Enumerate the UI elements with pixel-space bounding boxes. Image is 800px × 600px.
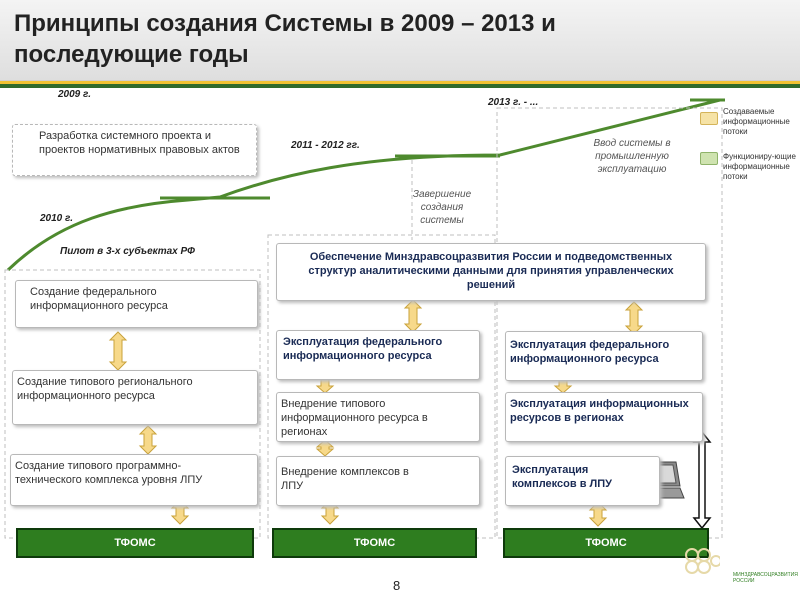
reg-impl-box: Внедрение типового информационного ресур… <box>276 392 480 442</box>
legend-swatch-functioning <box>700 152 718 165</box>
year-label-2010: 2010 г. <box>40 213 74 224</box>
fed-op-2011-box: Эксплуатация федерального информационног… <box>276 330 480 380</box>
flow-arrow-reg-lpu-2009 <box>138 425 158 455</box>
completion-label: Завершение создания системы <box>412 189 472 226</box>
year-label-2009: 2009 г. <box>58 89 92 100</box>
ministry-logo-icon <box>685 548 720 574</box>
flow-arrow-prov-fed-2013 <box>624 301 644 335</box>
fed-op-2013-text: Эксплуатация федерального информационног… <box>510 339 670 365</box>
title-accent-green <box>0 84 800 88</box>
fed-op-2011-text: Эксплуатация федерального информационног… <box>283 336 443 362</box>
title-accent-yellow <box>0 81 800 84</box>
lpu-op-box: Эксплуатация комплексов в ЛПУ <box>505 456 660 506</box>
dev-project-text: Разработка системного проекта и проектов… <box>39 130 240 156</box>
reg-impl-text: Внедрение типового информационного ресур… <box>281 398 428 438</box>
ministry-logo-text: МИНЗДРАВСОЦРАЗВИТИЯ РОССИИ <box>733 572 798 584</box>
lpu-create-box: Создание типового программно-техническог… <box>10 454 258 506</box>
pilot-label: Пилот в 3-х субъектах РФ <box>60 246 195 257</box>
page-number: 8 <box>393 578 401 593</box>
flow-arrow-lpu-tfoms-2013 <box>588 501 608 527</box>
reg-op-text: Эксплуатация информационных ресурсов в р… <box>510 398 689 424</box>
fed-op-2013-box: Эксплуатация федерального информационног… <box>505 331 703 381</box>
fed-create-text: Создание федерального информационного ре… <box>30 286 168 312</box>
provision-text: Обеспечение Минздравсоцразвития России и… <box>308 251 674 291</box>
lpu-impl-text: Внедрение комплексов в ЛПУ <box>281 466 409 492</box>
flow-arrow-reg-tfoms-2013 <box>692 430 712 530</box>
dev-project-box: Разработка системного проекта и проектов… <box>12 124 257 176</box>
year-label-2013: 2013 г. - ... <box>488 97 539 108</box>
slide-title: Принципы создания Системы в 2009 – 2013 … <box>14 10 556 68</box>
lpu-impl-box: Внедрение комплексов в ЛПУ <box>276 456 480 506</box>
tfoms-block-2009: ТФОМС <box>16 528 254 558</box>
tfoms-block-2013: ТФОМС <box>503 528 709 558</box>
legend-created-label: Создаваемые информационные потоки <box>723 107 790 136</box>
flow-arrow-lpu-tfoms-2009 <box>170 499 190 525</box>
year-label-2011: 2011 - 2012 гг. <box>291 140 360 151</box>
flow-arrow-reg-lpu-2011 <box>315 439 335 457</box>
stage-frame-2011 <box>267 234 496 539</box>
stage-frame-2013 <box>496 107 723 539</box>
flow-arrow-fed-reg-2009 <box>108 331 128 371</box>
stage-frame-2009 <box>4 269 261 539</box>
flow-arrow-prov-fed-2011 <box>403 299 423 333</box>
reg-op-box: Эксплуатация информационных ресурсов в р… <box>505 392 703 442</box>
commissioning-label: Ввод системы в промышленную эксплуатацию <box>593 138 671 175</box>
reg-create-box: Создание типового регионального информац… <box>12 370 258 425</box>
legend-functioning-label: Функциониру-ющие информационные потоки <box>723 152 796 181</box>
reg-create-text: Создание типового регионального информац… <box>17 376 193 402</box>
lpu-op-text: Эксплуатация комплексов в ЛПУ <box>512 464 612 490</box>
provision-box: Обеспечение Минздравсоцразвития России и… <box>276 243 706 301</box>
lpu-create-text: Создание типового программно-техническог… <box>15 460 203 486</box>
title-bar: Принципы создания Системы в 2009 – 2013 … <box>0 0 800 81</box>
fed-create-box: Создание федерального информационного ре… <box>15 280 258 328</box>
legend-swatch-created <box>700 112 718 125</box>
flow-arrow-lpu-tfoms-2011 <box>320 499 340 525</box>
timeline-curve <box>6 98 721 272</box>
tfoms-block-2011: ТФОМС <box>272 528 477 558</box>
